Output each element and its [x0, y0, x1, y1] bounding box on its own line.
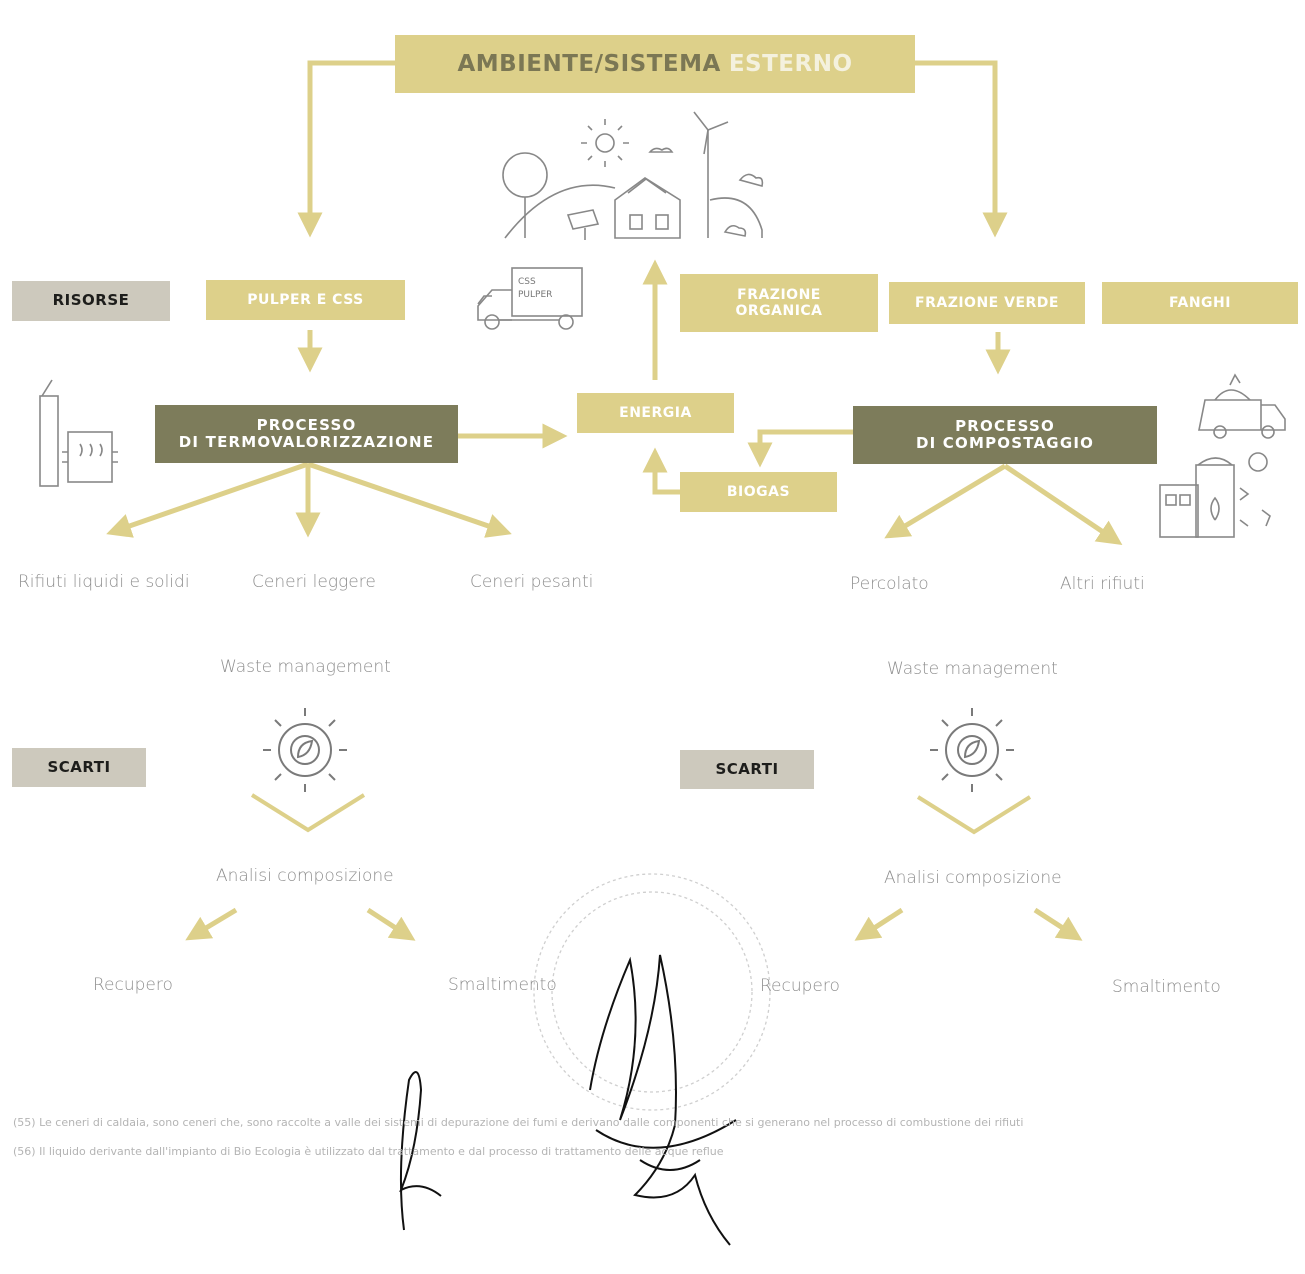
disposal-left: Smaltimento [448, 975, 557, 995]
box-pulper-css: PULPER E CSS [206, 280, 405, 320]
output-altri-rifiuti: Altri rifiuti [1060, 574, 1145, 594]
system-title: AMBIENTE/SISTEMA ESTERNO [395, 35, 915, 93]
analysis-left: Analisi composizione [216, 866, 394, 886]
output-ceneri-leggere: Ceneri leggere [252, 572, 376, 592]
waste-title-left: Waste management [220, 657, 391, 677]
box-frazione-organica: FRAZIONE ORGANICA [680, 274, 878, 332]
signature-image [399, 954, 737, 1246]
output-ceneri-pesanti: Ceneri pesanti [470, 572, 594, 592]
output-rifiuti-liquidi: Rifiuti liquidi e solidi [18, 572, 190, 592]
recovery-right: Recupero [760, 976, 840, 996]
landscape-icon [502, 111, 764, 240]
footnote-56: (56) Il liquido derivante dall'impianto … [13, 1145, 724, 1158]
truck-label: CSS PULPER [518, 276, 552, 301]
chevron-right-icon [916, 795, 1032, 835]
footnote-55: (55) Le ceneri di caldaia, sono ceneri c… [13, 1116, 1024, 1129]
arrow-compost-biogas [747, 429, 855, 468]
box-fanghi: FANGHI [1102, 282, 1298, 324]
arrow-compost-out1 [884, 463, 1007, 539]
stamp-image [533, 873, 771, 1111]
truck-icon [477, 267, 583, 330]
arrow-left-recovery [185, 907, 238, 941]
arrow-right-disposal [1033, 907, 1083, 941]
box-energia: ENERGIA [577, 393, 734, 433]
label-scarti-left: SCARTI [12, 748, 146, 787]
arrow-compost-out2 [1003, 463, 1123, 545]
box-biogas: BIOGAS [680, 472, 837, 512]
label-risorse: RISORSE [12, 281, 170, 321]
gear-leaf-icon-right [930, 708, 1014, 792]
box-processo-compostaggio: PROCESSO DI COMPOSTAGGIO [853, 406, 1157, 464]
recovery-left: Recupero [93, 975, 173, 995]
compost-plant-icon [1159, 452, 1271, 538]
disposal-right: Smaltimento [1112, 977, 1221, 997]
output-percolato: Percolato [850, 574, 929, 594]
label-scarti-right: SCARTI [680, 750, 814, 789]
termo-line2: DI TERMOVALORIZZAZIONE [178, 433, 435, 451]
compost-line2: DI COMPOSTAGGIO [915, 434, 1095, 452]
arrow-termo-out3 [307, 461, 512, 538]
arrow-biogas-energia [642, 447, 680, 495]
chevron-left-icon [250, 793, 366, 833]
analysis-right: Analisi composizione [884, 868, 1062, 888]
box-processo-termovalorizzazione: PROCESSO DI TERMOVALORIZZAZIONE [155, 405, 458, 463]
termo-line1: PROCESSO [256, 415, 357, 434]
arrow-title-left [297, 60, 395, 238]
truck-line2: PULPER [518, 289, 553, 300]
compost-line1: PROCESSO [955, 416, 1055, 435]
title-part1: AMBIENTE/SISTEMA [457, 50, 721, 77]
arrow-left-disposal [366, 907, 416, 941]
arrow-title-right [915, 60, 1008, 238]
arrow-termo-out1 [106, 461, 309, 538]
gear-leaf-icon-left [263, 708, 347, 792]
box-frazione-verde: FRAZIONE VERDE [889, 282, 1085, 324]
compost-truck-icon [1198, 373, 1286, 439]
title-part2: ESTERNO [728, 50, 853, 77]
truck-line1: CSS [518, 277, 536, 287]
arrow-right-recovery [854, 907, 904, 941]
factory-icon [39, 379, 118, 487]
waste-title-right: Waste management [887, 659, 1058, 679]
